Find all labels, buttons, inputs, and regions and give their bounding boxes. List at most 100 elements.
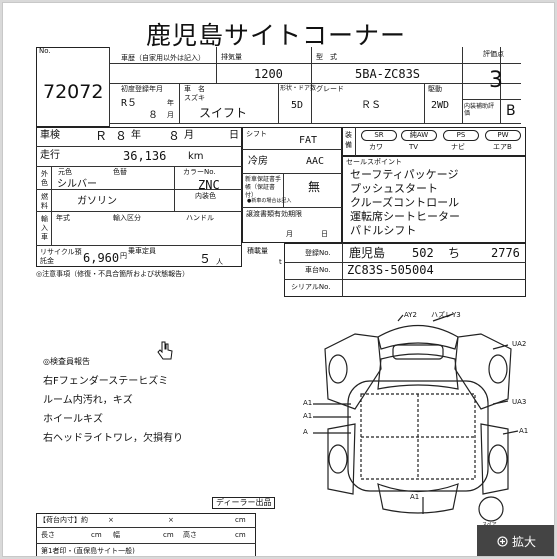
recycle-yen: 円 (120, 252, 127, 260)
inspection-label: 車検 (40, 130, 60, 141)
cargo-x-2: × (168, 516, 174, 524)
fuel: ガソリン (77, 196, 117, 207)
lot-box (36, 47, 109, 127)
grade-score: 3 (489, 68, 503, 93)
first-reg-label: 初度登録年月 (121, 85, 163, 93)
year-unit: 年 (167, 99, 174, 107)
damage-mark-a1-left-1: A1 (303, 399, 313, 407)
serial-label: シリアルNo. (291, 283, 331, 291)
damage-mark-a-left: A (303, 428, 308, 436)
grade-name-label: グレード (316, 85, 344, 93)
handle-label: ハンドル (186, 214, 214, 222)
width-label: 幅 (113, 531, 120, 539)
reg-number: 2776 (491, 246, 520, 260)
transfer-month: 月 (286, 230, 293, 238)
equip-row2-1: TV (409, 143, 419, 151)
damage-mark-ay2: AY2 (404, 311, 417, 319)
new-car-warranty: 無 (308, 180, 321, 194)
grade-name: ＲＳ (361, 100, 381, 111)
grade-score-label: 評価点 (483, 50, 504, 58)
zoom-plus-icon (497, 536, 508, 547)
transfer-docs-label: 譲渡書類有効期限 (246, 210, 302, 218)
shape-label: 形状・ドア数 (280, 85, 317, 92)
selling-point: クルーズコントロール (350, 196, 460, 209)
height-label: 高さ (183, 531, 197, 539)
cargo-row3: 第1者印・(直保島サイト一般) (41, 547, 135, 555)
displacement-label: 排気量 (221, 53, 242, 61)
interior-grade-label: 内装補助評価 (464, 103, 495, 117)
cargo-label: 【荷台内寸】約 (39, 516, 88, 524)
exterior-label: 外色 (41, 170, 48, 187)
dealer-badge: ディーラー出品 (212, 497, 276, 509)
damage-mark-ua2: UA2 (512, 340, 527, 348)
first-reg-era: R５ (121, 98, 138, 109)
transfer-day: 日 (321, 230, 328, 238)
orig-color-label: 元色 (58, 168, 72, 176)
cargo-cm-3: cm (163, 531, 174, 539)
mileage: 36,136 (123, 149, 167, 163)
displacement-value: 1200 (254, 67, 283, 81)
selling-points-label: セールスポイント (346, 158, 402, 166)
cargo-cm-1: cm (235, 516, 246, 524)
capacity: ５ (199, 252, 212, 266)
equip-2: PS (443, 130, 479, 141)
length-label: 長さ (41, 531, 55, 539)
equipment-label: 装備 (345, 131, 352, 149)
mileage-label: 走行 (40, 150, 60, 161)
color-no-label: カラーNo. (183, 168, 216, 176)
reg-class: 502 (412, 246, 434, 260)
damage-mark-a1-right: A1 (519, 427, 529, 435)
import-year-label: 年式 (56, 214, 70, 222)
damage-mark-ua3: UA3 (512, 398, 527, 406)
inspection-month-unit: 月 (184, 130, 194, 141)
drive-label: 駆動 (428, 85, 442, 93)
cargo-cm-4: cm (235, 531, 246, 539)
equip-1: 純AW (401, 130, 437, 141)
car-name-label: 車 名 (184, 85, 205, 93)
chassis-history-label: 車歴（自家用以外は記入） (121, 54, 205, 62)
frame-number: ZC83S-505004 (347, 263, 434, 277)
hand-cursor-icon (157, 341, 173, 360)
inspection-year: ８ (115, 129, 128, 143)
model-value: 5BA-ZC83S (355, 67, 421, 81)
equip-row2-0: カワ (369, 143, 383, 151)
fuel-label: 燃料 (41, 193, 48, 210)
shift-label: シフト (246, 130, 267, 138)
damage-mark-a1-left-2: A1 (303, 412, 313, 420)
car-name: スイフト (199, 106, 248, 120)
model-label: 型 式 (316, 53, 337, 61)
new-car-note: ●新車の場合は記入 (247, 198, 292, 204)
color-no: ZNC (198, 178, 220, 192)
damage-mark-a1-rear: A1 (410, 493, 420, 501)
reg-kana: ち (448, 246, 461, 260)
selling-point: セーフティパッケージ (350, 168, 459, 181)
notes-label: ◎注意事項（修復・不具合箇所および状態報告） (36, 270, 190, 278)
interior-grade: B (506, 103, 516, 119)
interior-color-label: 内装色 (195, 192, 216, 200)
cargo-x-1: × (108, 516, 114, 524)
cargo-cm-2: cm (91, 531, 102, 539)
equip-0: SR (361, 130, 397, 141)
reg-no-label: 登録No. (305, 249, 331, 257)
zoom-label: 拡大 (511, 535, 536, 549)
damage-mark-y3: ハズレY3 (431, 311, 461, 319)
doors: 5D (291, 100, 304, 111)
inspection-year-unit: 年 (131, 130, 141, 141)
capacity-label: 乗車定員 (128, 247, 156, 255)
shift: FAT (299, 135, 318, 146)
recycle-label: リサイクル預託金 (40, 248, 82, 265)
selling-point: プッシュスタート (350, 182, 438, 195)
capacity-unit: 人 (216, 258, 223, 266)
inspector-line: 右Fフェンダーステーヒズミ (43, 376, 169, 387)
selling-point: パドルシフト (350, 224, 417, 237)
ac: AAC (306, 156, 325, 167)
color: シルバー (57, 179, 97, 190)
load-label: 積載量 (247, 247, 268, 255)
ac-label: 冷房 (248, 156, 268, 167)
zoom-button[interactable]: 拡大 (477, 525, 554, 556)
reg-place: 鹿児島 (349, 246, 386, 260)
equip-3: PW (485, 130, 521, 141)
mileage-unit: km (188, 151, 204, 162)
inspection-era: Ｒ (95, 129, 108, 143)
inspector-line: 右ヘッドライトワレ，欠損有り (43, 433, 183, 444)
